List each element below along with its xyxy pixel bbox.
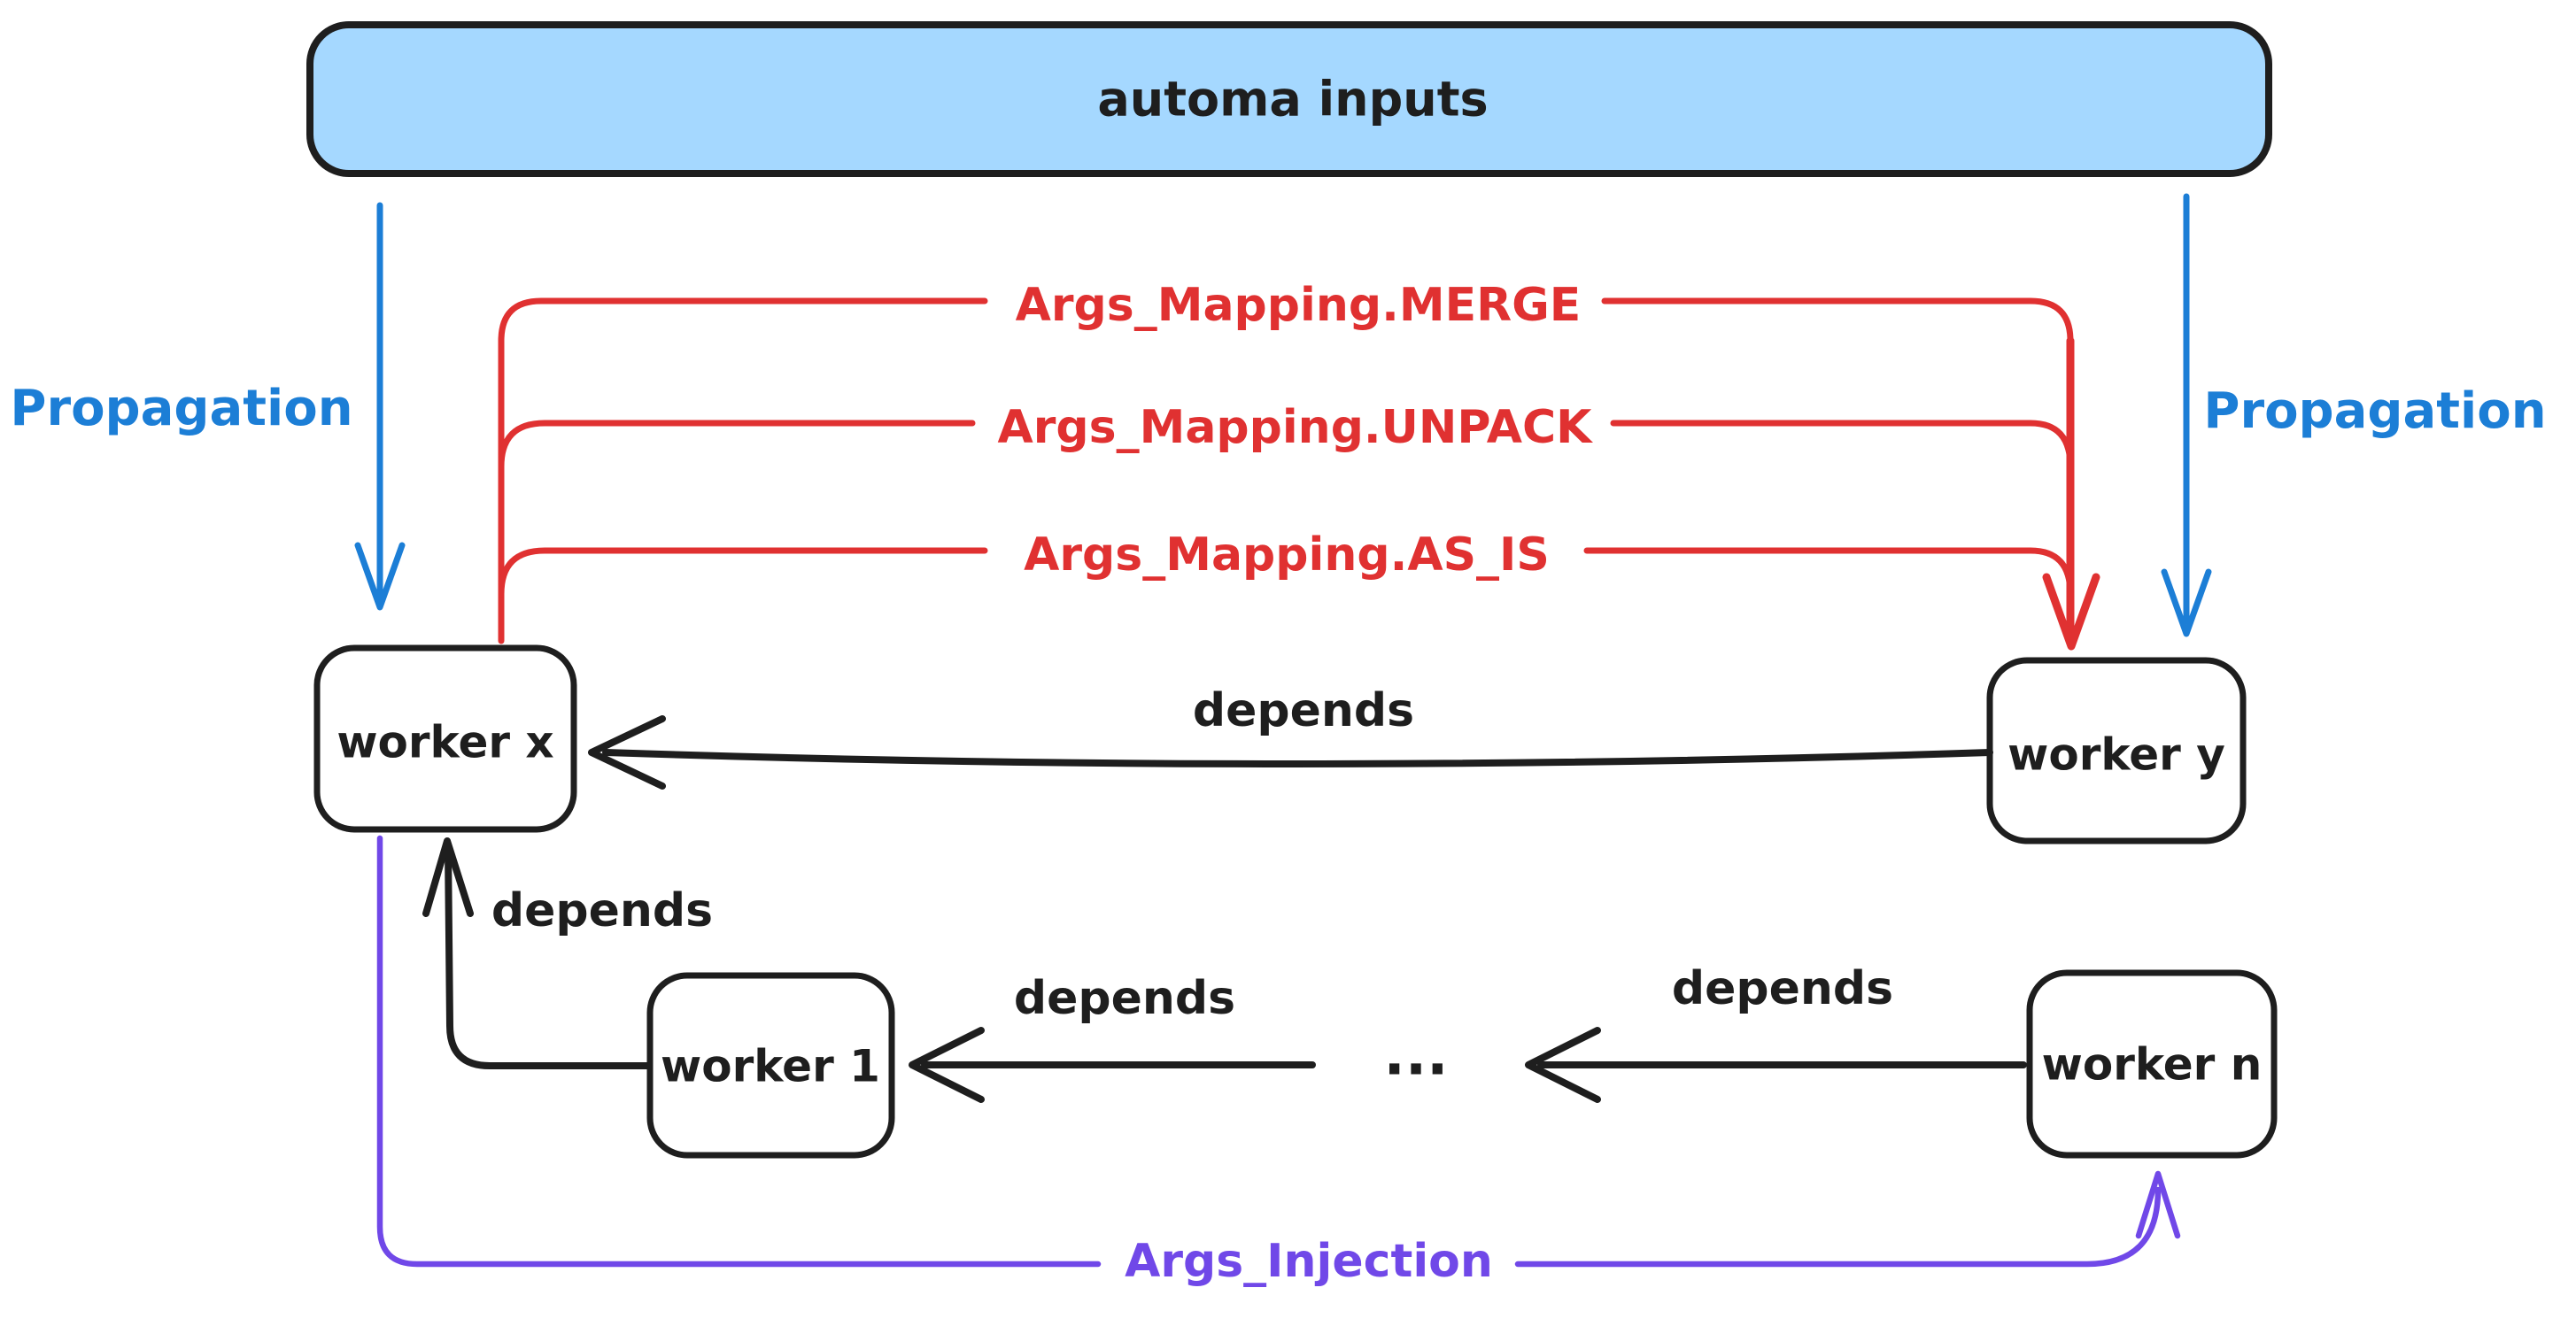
args-mapping-unpack-right-segment — [1610, 420, 2074, 470]
depends-dots-to-w1-label: depends — [1014, 972, 1235, 1025]
propagation-left-label: Propagation — [10, 380, 352, 437]
args-injection-right-segment — [1514, 1186, 2162, 1268]
propagation-right-label: Propagation — [2203, 382, 2546, 440]
worker-x-label: worker x — [337, 717, 553, 768]
args-mapping-arrowhead-icon — [2042, 573, 2100, 651]
args-injection-arrow — [376, 835, 2181, 1268]
worker-1-box — [646, 972, 895, 1159]
worker-n-node: worker n — [2026, 969, 2278, 1159]
depends-w1-to-x-shaft — [445, 844, 654, 1069]
args-mapping-edges — [498, 297, 2100, 651]
worker-1-label: worker 1 — [661, 1041, 880, 1092]
depends-n-to-dots-label: depends — [1672, 962, 1893, 1015]
args-mapping-merge-right-segment — [1601, 297, 2074, 344]
worker-y-node: worker y — [1986, 657, 2247, 844]
depends-y-to-x-arrow — [588, 715, 1993, 790]
depends-n-to-dots-arrow — [1525, 1027, 2027, 1103]
args-injection-arrowhead-icon — [2135, 1170, 2181, 1239]
depends-w1-to-x-arrow — [422, 837, 654, 1069]
args-mapping-unpack-label: Args_Mapping.UNPACK — [998, 401, 1594, 454]
args-mapping-unpack-left-segment — [498, 420, 976, 470]
args-injection-left-segment — [376, 835, 1102, 1268]
depends-y-to-x-label: depends — [1193, 684, 1414, 737]
args-injection-label: Args_Injection — [1125, 1235, 1493, 1288]
worker-y-label: worker y — [2007, 729, 2225, 781]
automa-inputs-box — [306, 21, 2272, 177]
depends-n-to-dots-arrowhead-icon — [1525, 1027, 1601, 1103]
propagation-right-arrow — [2161, 193, 2212, 637]
propagation-right-arrowhead-icon — [2161, 568, 2212, 637]
args-mapping-left-stem — [498, 297, 988, 644]
args-mapping-asis-left-segment — [498, 547, 988, 598]
depends-y-to-x-shaft — [602, 749, 1993, 767]
worker-1-node: worker 1 — [646, 972, 895, 1159]
args-mapping-asis-right-segment — [1583, 547, 2074, 598]
worker-x-node: worker x — [313, 644, 577, 833]
ellipsis-node: ... — [1384, 1023, 1449, 1089]
depends-w1-to-x-arrowhead-icon — [422, 837, 474, 917]
args-mapping-merge-label: Args_Mapping.MERGE — [1016, 279, 1582, 332]
automa-inputs-node: automa inputs — [306, 21, 2272, 177]
propagation-left-arrow — [354, 202, 406, 611]
worker-n-label: worker n — [2042, 1039, 2263, 1091]
depends-w1-to-x-label: depends — [491, 884, 713, 937]
worker-x-box — [313, 644, 577, 833]
depends-dots-to-w1-arrowhead-icon — [909, 1027, 985, 1103]
worker-n-box — [2026, 969, 2278, 1159]
propagation-left-arrowhead-icon — [354, 542, 406, 611]
depends-dots-to-w1-arrow — [909, 1027, 1316, 1103]
depends-y-to-x-arrowhead-icon — [588, 715, 666, 790]
args-mapping-asis-label: Args_Mapping.AS_IS — [1024, 528, 1550, 582]
automa-inputs-label: automa inputs — [1097, 72, 1488, 127]
